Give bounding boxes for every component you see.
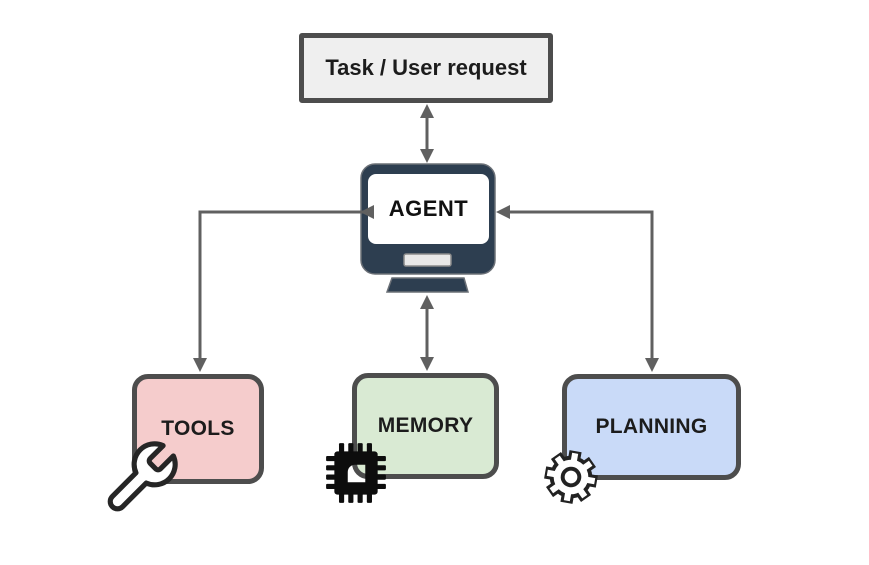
- edge-agent-tools: [198, 210, 374, 359]
- arrowhead: [645, 358, 659, 372]
- wrench-icon: [107, 441, 178, 512]
- tools-label: TOOLS: [161, 417, 235, 440]
- memory-label: MEMORY: [377, 414, 474, 437]
- task-request-box: Task / User request: [299, 33, 553, 103]
- edge-agent-planning: [510, 210, 654, 359]
- arrowhead: [420, 104, 434, 118]
- chip-icon: [326, 443, 386, 503]
- agent-label: AGENT: [388, 196, 469, 221]
- planning-label: PLANNING: [595, 415, 708, 438]
- arrowhead: [420, 357, 434, 371]
- arrowhead: [420, 295, 434, 309]
- task-request-label: Task / User request: [325, 55, 527, 80]
- arrowhead: [193, 358, 207, 372]
- gear-icon: [544, 450, 598, 504]
